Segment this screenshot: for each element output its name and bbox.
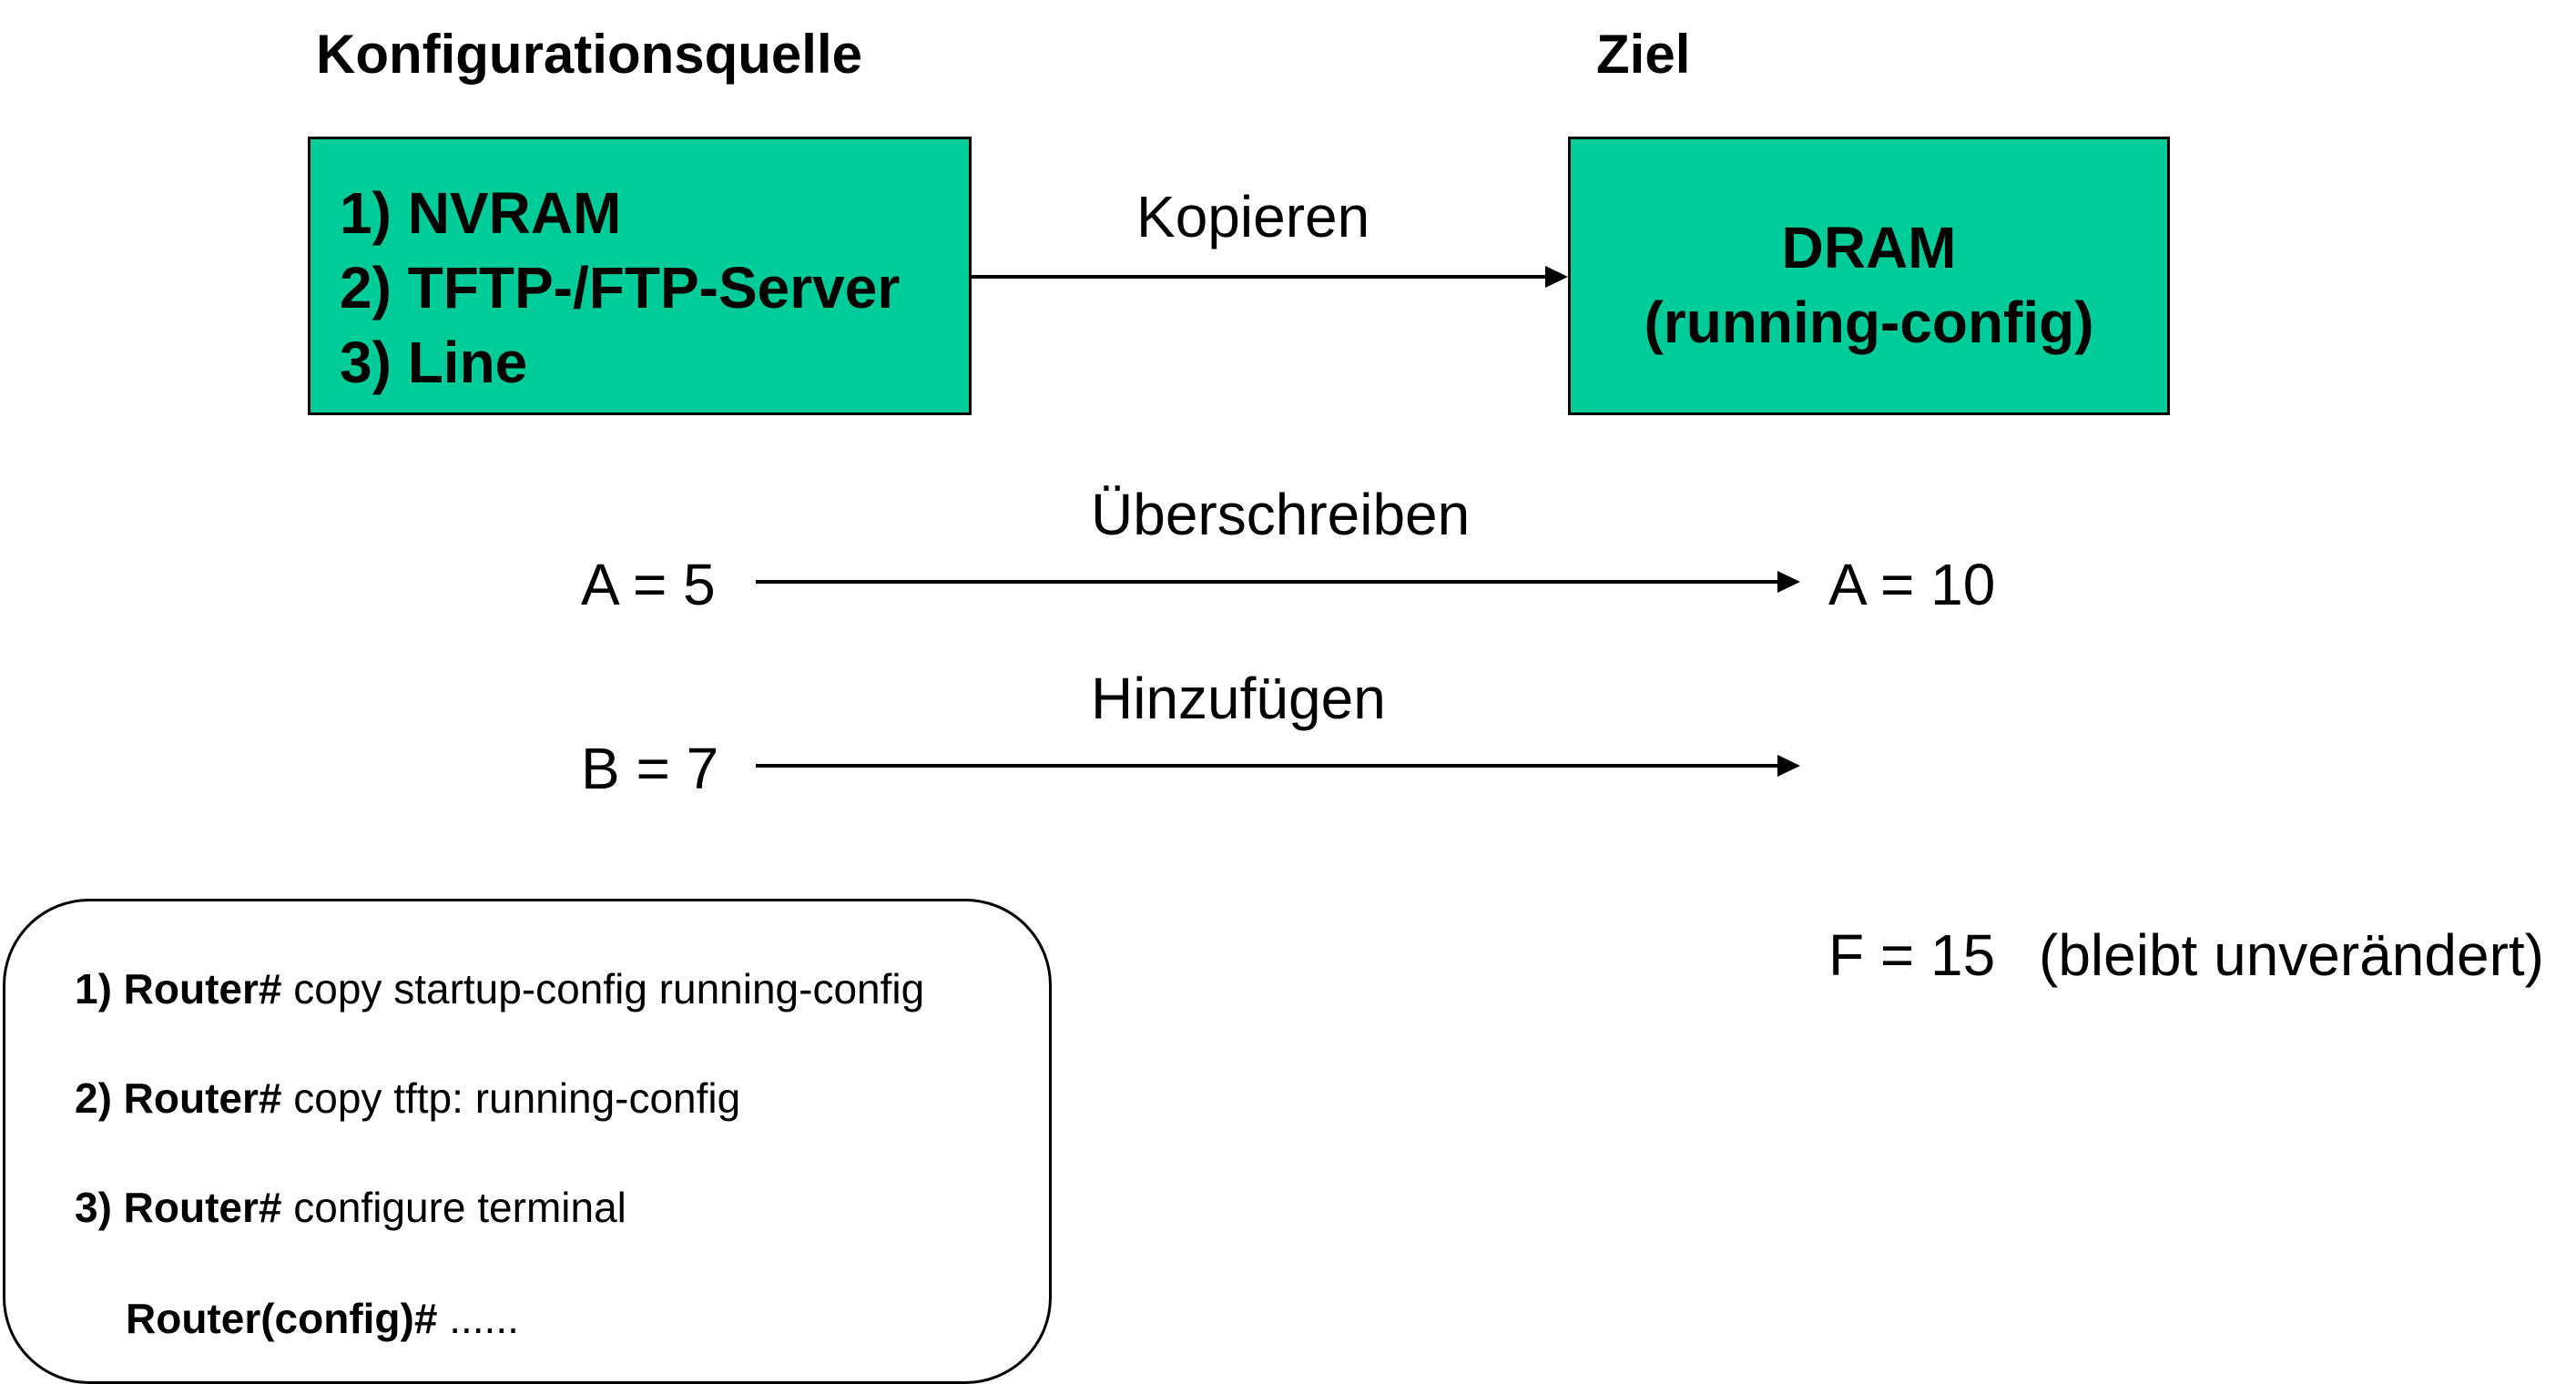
target-line-dram: DRAM bbox=[1781, 215, 1957, 280]
command-prompt: Router(config)# bbox=[126, 1295, 438, 1342]
command-text: ...... bbox=[437, 1295, 519, 1342]
source-list: 1) NVRAM 2) TFTP-/FTP-Server 3) Line bbox=[340, 176, 900, 400]
target-box: DRAM (running-config) bbox=[1568, 137, 2170, 415]
copy-label: Kopieren bbox=[1136, 184, 1370, 249]
unchanged-value: F = 15 (bleibt unverändert) bbox=[1828, 926, 2544, 984]
add-arrow bbox=[756, 755, 1800, 777]
target-heading: Ziel bbox=[1596, 24, 1691, 85]
add-source-value: B = 7 bbox=[581, 736, 719, 801]
overwrite-source-value: A = 5 bbox=[581, 552, 716, 617]
source-box: 1) NVRAM 2) TFTP-/FTP-Server 3) Line bbox=[308, 137, 972, 415]
target-line-running-config: (running-config) bbox=[1644, 290, 2094, 355]
target-text: DRAM (running-config) bbox=[1571, 210, 2167, 360]
command-text: copy tftp: running-config bbox=[281, 1074, 741, 1122]
command-text: copy startup-config running-config bbox=[281, 965, 925, 1013]
source-item-line: 3) Line bbox=[340, 330, 528, 395]
source-heading: Konfigurationsquelle bbox=[316, 24, 862, 85]
copy-arrow bbox=[972, 266, 1568, 288]
source-item-nvram: 1) NVRAM bbox=[340, 180, 622, 246]
command-prompt: 3) Router# bbox=[75, 1184, 282, 1231]
overwrite-target-value: A = 10 bbox=[1828, 552, 1996, 617]
overwrite-arrow bbox=[756, 571, 1800, 593]
unchanged-note: (bleibt unverändert) bbox=[2039, 922, 2544, 988]
command-text: configure terminal bbox=[281, 1184, 626, 1231]
add-label: Hinzufügen bbox=[1091, 666, 1386, 731]
command-line-3: 3) Router# configure terminal bbox=[75, 1186, 626, 1228]
command-prompt: 2) Router# bbox=[75, 1074, 282, 1122]
commands-box bbox=[3, 899, 1052, 1384]
command-line-4: Router(config)# ...... bbox=[126, 1298, 519, 1339]
overwrite-label: Überschreiben bbox=[1091, 482, 1471, 547]
command-line-1: 1) Router# copy startup-config running-c… bbox=[75, 968, 924, 1010]
command-line-2: 2) Router# copy tftp: running-config bbox=[75, 1077, 740, 1119]
unchanged-value-text: F = 15 bbox=[1828, 922, 1996, 988]
command-prompt: 1) Router# bbox=[75, 965, 282, 1013]
source-item-tftp-server: 2) TFTP-/FTP-Server bbox=[340, 255, 901, 321]
